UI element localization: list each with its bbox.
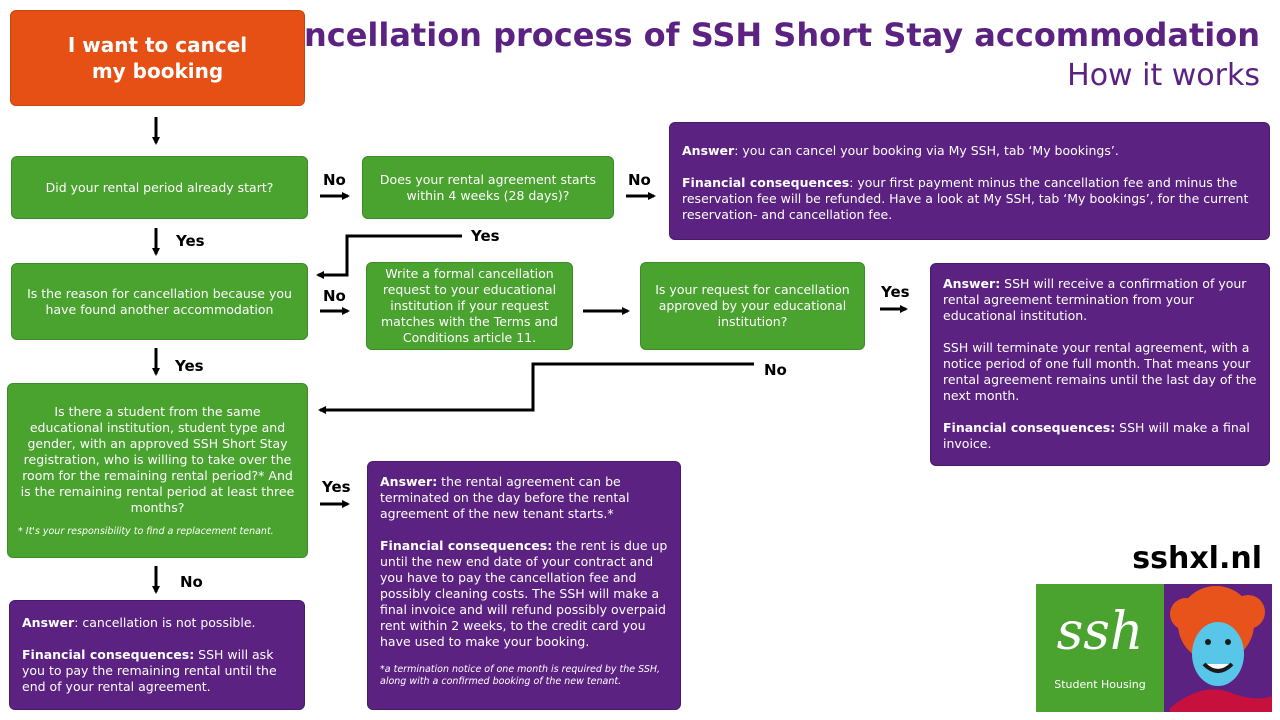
- label-q2-no: No: [628, 171, 651, 189]
- answer-text: : you can cancel your booking via My SSH…: [734, 143, 1119, 158]
- ssh-logo: ssh Student Housing: [1036, 584, 1164, 712]
- financial-label: Financial consequences:: [380, 538, 553, 553]
- start-line-1: I want to cancel: [67, 33, 248, 57]
- mascot-face-icon: [1170, 586, 1272, 712]
- answer-text: the rental agreement can be terminated o…: [380, 474, 630, 521]
- question-request-approved-text: Is your request for cancellation approve…: [655, 282, 850, 329]
- label-q3-yes: Yes: [175, 357, 204, 375]
- financial-label: Financial consequences: [682, 175, 850, 190]
- label-q5-yes: Yes: [322, 478, 351, 496]
- ssh-logo-tagline: Student Housing: [1054, 678, 1146, 691]
- answer-approved-termination: Answer: SSH will receive a confirmation …: [930, 263, 1270, 466]
- question-replacement-tenant: Is there a student from the same educati…: [7, 383, 308, 558]
- arrow-q4-no: [318, 362, 754, 414]
- step-formal-request: Write a formal cancellation request to y…: [366, 262, 573, 350]
- start-line-2: my booking: [91, 59, 224, 83]
- replacement-tenant-note: * It's your responsibility to find a rep…: [18, 525, 274, 537]
- financial-text: SSH will make a final invoice.: [943, 420, 1250, 451]
- notice-period-text: SSH will terminate your rental agreement…: [943, 340, 1257, 403]
- label-q5-no: No: [180, 573, 203, 591]
- step-formal-request-text: Write a formal cancellation request to y…: [381, 266, 558, 345]
- label-q1-no: No: [323, 171, 346, 189]
- question-starts-within-4-weeks-text: Does your rental agreement starts within…: [379, 171, 597, 203]
- answer-not-possible: Answer: cancellation is not possible. Fi…: [9, 600, 305, 710]
- termination-notice-note: *a termination notice of one month is re…: [380, 664, 661, 687]
- answer-label: Answer:: [943, 276, 1001, 291]
- question-rental-started: Did your rental period already start?: [11, 156, 308, 219]
- financial-text: the rent is due up until the new end dat…: [380, 538, 668, 649]
- answer-label: Answer: [682, 143, 735, 158]
- financial-label: Financial consequences:: [22, 647, 195, 662]
- label-q4-yes: Yes: [881, 283, 910, 301]
- answer-label: Answer:: [380, 474, 438, 489]
- label-q1-yes: Yes: [176, 232, 205, 250]
- question-another-accommodation-text: Is the reason for cancellation because y…: [27, 285, 292, 317]
- financial-text: : your first payment minus the cancellat…: [682, 175, 1249, 222]
- answer-text: SSH will receive a confirmation of your …: [943, 276, 1247, 323]
- financial-label: Financial consequences:: [943, 420, 1116, 435]
- ssh-logo-wordmark: ssh: [1056, 602, 1144, 662]
- label-q4-no: No: [764, 361, 787, 379]
- answer-label: Answer: [22, 615, 75, 630]
- financial-text: SSH will ask you to pay the remaining re…: [22, 647, 277, 694]
- label-q2-yes: Yes: [471, 227, 500, 245]
- question-another-accommodation: Is the reason for cancellation because y…: [11, 263, 308, 340]
- question-starts-within-4-weeks: Does your rental agreement starts within…: [362, 156, 614, 219]
- label-q3-no: No: [323, 287, 346, 305]
- page-subtitle: How it works: [1067, 58, 1260, 93]
- answer-text: : cancellation is not possible.: [74, 615, 256, 630]
- page-title: Cancellation process of SSH Short Stay a…: [258, 16, 1260, 54]
- answer-new-tenant-termination: Answer: the rental agreement can be term…: [367, 461, 681, 710]
- question-replacement-tenant-text: Is there a student from the same educati…: [20, 403, 295, 515]
- answer-cancel-via-my-ssh: Answer: you can cancel your booking via …: [669, 122, 1270, 240]
- website-link[interactable]: sshxl.nl: [1132, 541, 1262, 576]
- mascot-illustration: [1164, 584, 1272, 712]
- question-request-approved: Is your request for cancellation approve…: [640, 262, 865, 350]
- question-rental-started-text: Did your rental period already start?: [45, 179, 274, 195]
